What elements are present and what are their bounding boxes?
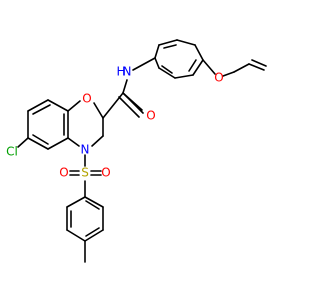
bond (154, 44, 160, 59)
bond (122, 79, 128, 94)
atom-h-amide: H (116, 65, 125, 79)
bond (84, 196, 104, 208)
bond (67, 100, 81, 112)
bond (17, 137, 29, 148)
bond (154, 57, 160, 69)
bond (188, 59, 197, 72)
bond (158, 67, 176, 79)
bond (32, 134, 49, 145)
bond (47, 137, 69, 150)
bond (84, 229, 104, 242)
bond (27, 99, 49, 112)
bond (47, 99, 69, 112)
bond (93, 102, 104, 119)
atom-n-amide: N (123, 65, 132, 79)
bond (161, 65, 173, 74)
bond (27, 137, 49, 150)
bond (66, 229, 86, 242)
bond (66, 196, 86, 208)
bond (118, 96, 140, 118)
bond (174, 74, 194, 79)
atom-chlorine: Cl (6, 145, 18, 159)
molecule-structure: O N H O N S O O Cl O (0, 0, 300, 300)
bond (91, 135, 104, 147)
atom-labels: O N H O N S O O Cl O (6, 65, 224, 180)
background (0, 0, 300, 300)
bond (85, 200, 100, 210)
bond (202, 59, 216, 75)
bond (251, 59, 267, 67)
bond (176, 39, 196, 46)
atom-o-amide: O (146, 109, 155, 123)
bond (194, 44, 204, 61)
atom-o-ether: O (214, 71, 223, 85)
bond (85, 227, 100, 237)
bond (67, 137, 80, 147)
bond (32, 104, 51, 115)
bond (122, 92, 144, 114)
atom-o-sulfonyl-left: O (59, 166, 68, 180)
bond (248, 63, 265, 71)
atom-s-sulfonyl: S (81, 166, 89, 180)
bond (192, 59, 204, 76)
bond (222, 71, 235, 77)
bonds (17, 39, 267, 263)
bond (102, 92, 124, 119)
atom-o-sulfonyl-right: O (101, 166, 110, 180)
bond (163, 44, 177, 49)
bond (233, 63, 250, 73)
bond (132, 57, 156, 71)
bond (158, 39, 178, 46)
atom-o-ring: O (82, 92, 91, 106)
atom-n-ring: N (81, 143, 90, 157)
